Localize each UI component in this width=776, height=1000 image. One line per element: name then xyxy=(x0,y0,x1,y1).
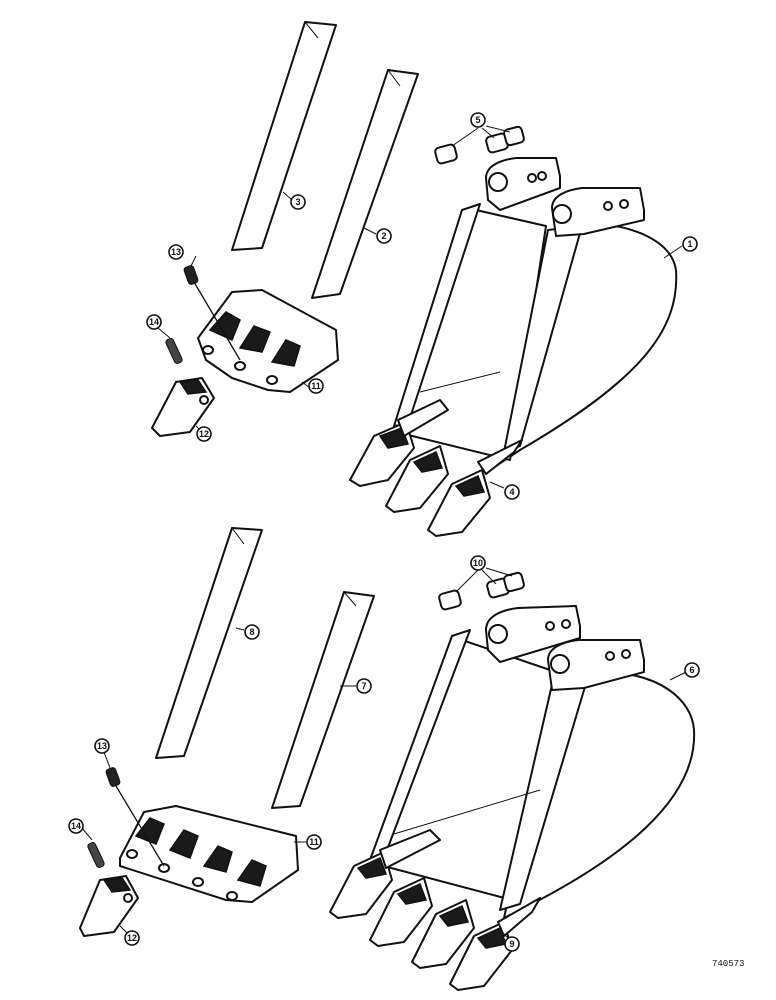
callout-13-top: 13 xyxy=(168,244,184,260)
side-cutter-2 xyxy=(311,69,419,299)
tooth-adapter-bar-11-top xyxy=(197,289,339,393)
side-cutter-3 xyxy=(231,21,337,251)
callout-3: 3 xyxy=(290,194,306,210)
svg-text:7: 7 xyxy=(361,681,366,691)
tooth-12-top xyxy=(151,377,215,437)
bushings-5-top xyxy=(434,125,525,165)
side-cutter-8 xyxy=(155,527,263,759)
svg-text:1: 1 xyxy=(687,239,692,249)
svg-text:2: 2 xyxy=(381,231,386,241)
callout-5: 5 xyxy=(470,112,486,128)
spring-pin-13-top xyxy=(183,265,241,361)
callout-12-bottom: 12 xyxy=(124,930,140,946)
callout-12-top: 12 xyxy=(196,426,212,442)
roll-pin-14-bottom xyxy=(87,842,105,868)
callout-4: 4 xyxy=(504,484,520,500)
callout-11-bottom: 11 xyxy=(306,834,322,850)
figure-reference-number: 740573 xyxy=(712,959,744,969)
svg-text:10: 10 xyxy=(473,558,483,568)
svg-text:6: 6 xyxy=(689,665,694,675)
bushings-10-bottom xyxy=(438,571,525,611)
callout-11-top: 11 xyxy=(308,378,324,394)
svg-text:13: 13 xyxy=(171,247,181,257)
svg-text:14: 14 xyxy=(71,821,81,831)
svg-text:8: 8 xyxy=(249,627,254,637)
callout-6: 6 xyxy=(684,662,700,678)
bucket-1-top xyxy=(349,157,678,537)
callout-1: 1 xyxy=(682,236,698,252)
tooth-adapter-bar-11-bottom xyxy=(119,805,299,903)
side-cutter-7 xyxy=(271,591,375,809)
svg-text:5: 5 xyxy=(475,115,480,125)
callout-14-bottom: 14 xyxy=(68,818,84,834)
spring-pin-13-bottom xyxy=(105,767,165,867)
svg-text:11: 11 xyxy=(309,837,319,847)
callout-2: 2 xyxy=(376,228,392,244)
tooth-12-bottom xyxy=(79,875,139,937)
svg-text:12: 12 xyxy=(199,429,209,439)
callout-10: 10 xyxy=(470,555,486,571)
svg-text:14: 14 xyxy=(149,317,159,327)
roll-pin-14-top xyxy=(165,338,183,364)
callout-8: 8 xyxy=(244,624,260,640)
callout-14-top: 14 xyxy=(146,314,162,330)
bucket-6-bottom xyxy=(329,605,696,991)
callout-9: 9 xyxy=(504,936,520,952)
callout-13-bottom: 13 xyxy=(94,738,110,754)
svg-text:4: 4 xyxy=(509,487,514,497)
svg-text:9: 9 xyxy=(509,939,514,949)
svg-text:11: 11 xyxy=(311,381,321,391)
svg-text:13: 13 xyxy=(97,741,107,751)
callout-7: 7 xyxy=(356,678,372,694)
svg-text:3: 3 xyxy=(295,197,300,207)
svg-text:12: 12 xyxy=(127,933,137,943)
